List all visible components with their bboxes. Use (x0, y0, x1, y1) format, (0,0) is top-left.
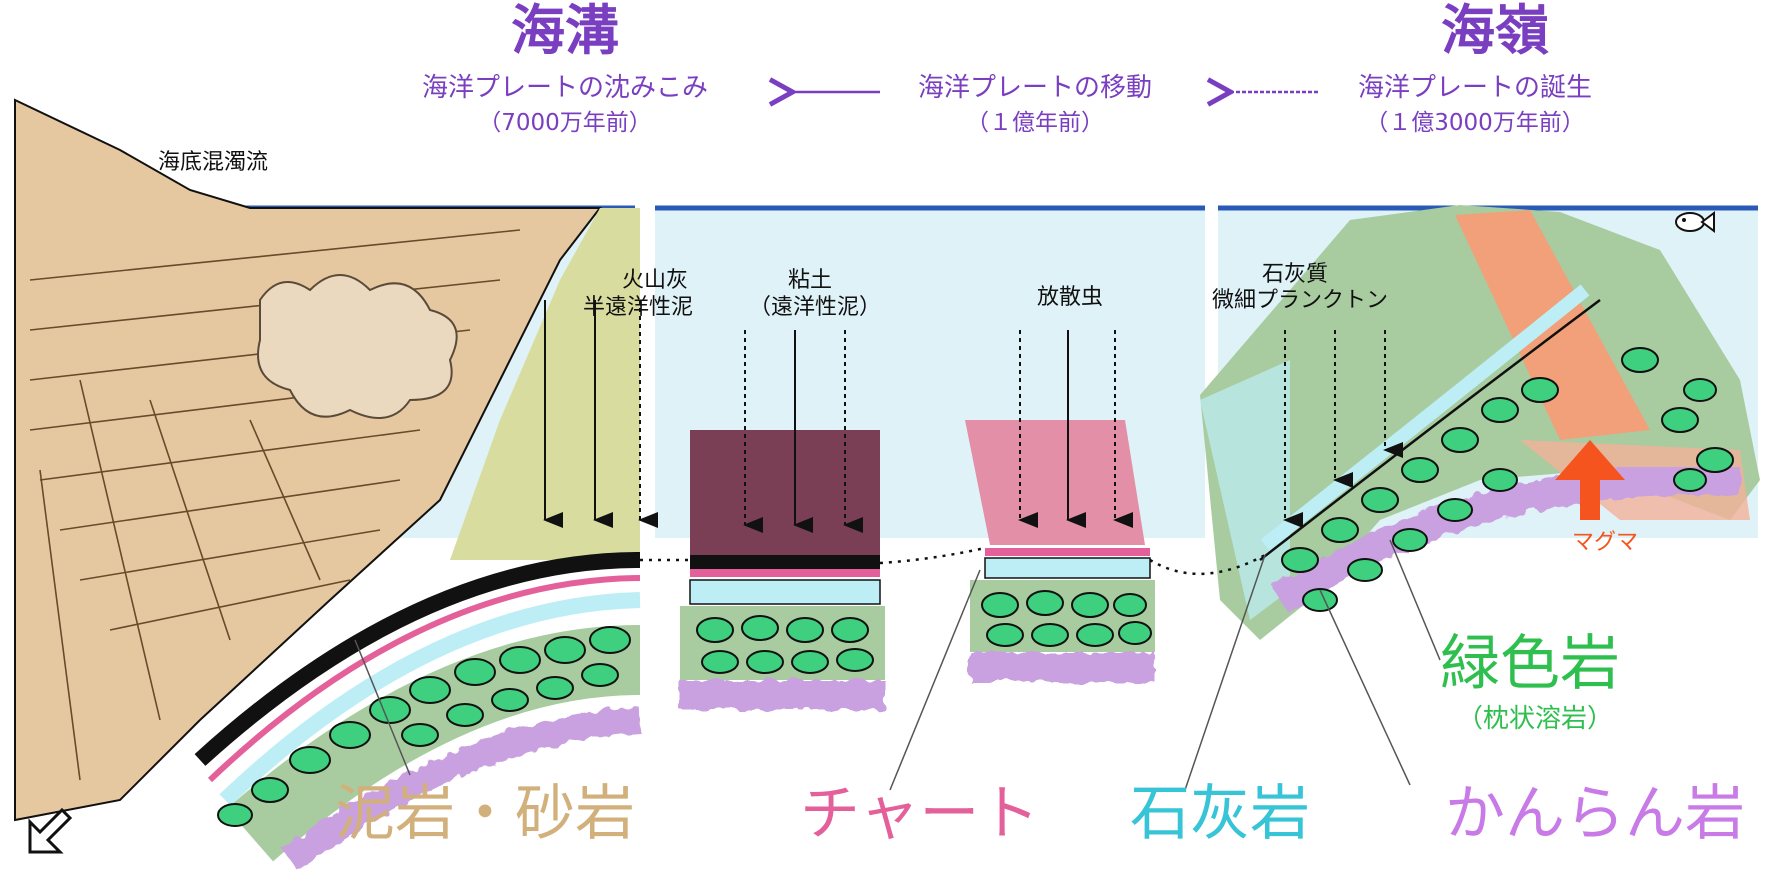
pillow-lava-blob (401, 723, 439, 747)
chert-pillows (981, 590, 1152, 647)
pillow-lava-blob (581, 663, 619, 687)
pillow-lava-blob (696, 617, 734, 643)
pillow-lava-blob (1401, 457, 1439, 483)
fish-icon (1675, 211, 1715, 233)
pillow-lava-blob (329, 721, 371, 749)
limestone-label: 石灰岩 (1130, 779, 1310, 849)
turbidity-current-label: 海底混濁流 (158, 150, 269, 175)
chert-label: チャート (800, 779, 1040, 849)
pillow-lava-blob (1481, 397, 1519, 423)
pillow-lava-blob (1031, 623, 1069, 647)
pillow-lava-blob (1441, 427, 1479, 453)
pillow-lava-blob (746, 650, 784, 674)
subduction-direction-icon (28, 807, 73, 854)
deposition-arrows (543, 300, 1403, 533)
pillow-lava-blob (1673, 468, 1707, 492)
pillow-lava-blob (701, 650, 739, 674)
pelagic-mud-label: （遠洋性泥） (748, 295, 881, 320)
pillow-lava-blob (1281, 547, 1319, 573)
pillow-lava-blob (1361, 487, 1399, 513)
pillow-lava-blob (409, 676, 451, 704)
pillow-lava-blob (1437, 498, 1473, 522)
pillow-lava-blob (836, 648, 874, 672)
pillow-lava-blob (1347, 558, 1383, 582)
pillow-lava-blob (454, 658, 496, 686)
magma-arrow (1555, 440, 1625, 520)
trench-layers (194, 552, 641, 871)
pillow-lava-blob (981, 592, 1019, 618)
pillow-lava-blob (1113, 593, 1147, 617)
pillow-lava-blob (251, 777, 289, 803)
middle-pillows (696, 615, 874, 674)
pillow-lava-blob (1683, 378, 1717, 402)
pillow-lava-blob (786, 617, 824, 643)
pillow-lava-blob (741, 615, 779, 641)
pillow-lava-blob (1621, 347, 1659, 373)
pillow-lava-blob (1118, 621, 1152, 645)
pillow-lava-blob (831, 617, 869, 643)
stage-birth-label: 海洋プレートの誕生 (1357, 73, 1592, 103)
pillow-lava-blob (289, 746, 331, 774)
pillow-lava-blob (1696, 447, 1734, 473)
pillow-lava-blob (499, 646, 541, 674)
trench-pillows (217, 626, 631, 827)
pillow-lava-blob (536, 676, 574, 700)
stage-movement-label: 海洋プレートの移動 (917, 73, 1152, 103)
pillow-lava-blob (1026, 590, 1064, 616)
pillow-lava-blob (1321, 517, 1359, 543)
seamount-heading: 海嶺 (1441, 0, 1549, 62)
trench-heading: 海溝 (511, 0, 619, 62)
pillow-lava-label: （枕状溶岩） (1456, 704, 1613, 734)
magma-label: マグマ (1571, 530, 1638, 555)
pillow-lava-blob (1392, 528, 1428, 552)
stage-movement-age: （１億年前） (966, 110, 1104, 136)
pillow-lava-blob (1482, 468, 1518, 492)
peridotite-label: かんらん岩 (1445, 779, 1745, 849)
pillow-lava-blob (791, 650, 829, 674)
stage-subduction-age: （7000万年前） (478, 110, 652, 136)
mudstone-sandstone-label: 泥岩・砂岩 (335, 779, 635, 849)
hemipelagic-mud-label: 半遠洋性泥 (582, 295, 693, 320)
pillow-lava-blob (369, 696, 411, 724)
pillow-lava-blob (1661, 407, 1699, 433)
plankton-label: 微細プランクトン (1211, 288, 1388, 313)
stage-birth-age: （１億3000万年前） (1365, 110, 1585, 136)
trench-block (14, 98, 640, 822)
pillow-lava-blob (1302, 588, 1338, 612)
ancient-seafloor-line (640, 546, 1266, 575)
pillow-lava-blob (986, 623, 1024, 647)
pillow-lava-blob (1076, 623, 1114, 647)
pillow-lava-blob (446, 703, 484, 727)
volcanic-ash-label: 火山灰 (621, 268, 688, 293)
leader-lines (354, 539, 1441, 791)
greenstone-label: 緑色岩 (1440, 629, 1620, 699)
radiolaria-label: 放散虫 (1036, 285, 1103, 310)
pillow-lava-blob (589, 626, 631, 654)
seamount-pillows (1281, 347, 1734, 612)
calcareous-label: 石灰質 (1261, 262, 1328, 287)
pillow-lava-blob (491, 688, 529, 712)
pillow-lava-blob (544, 636, 586, 664)
pillow-lava-blob (217, 803, 253, 827)
pillow-lava-blob (1521, 377, 1559, 403)
pillow-lava-blob (1071, 592, 1109, 618)
stage-subduction-label: 海洋プレートの沈みこみ (421, 73, 708, 103)
clay-label: 粘土 (787, 268, 832, 293)
